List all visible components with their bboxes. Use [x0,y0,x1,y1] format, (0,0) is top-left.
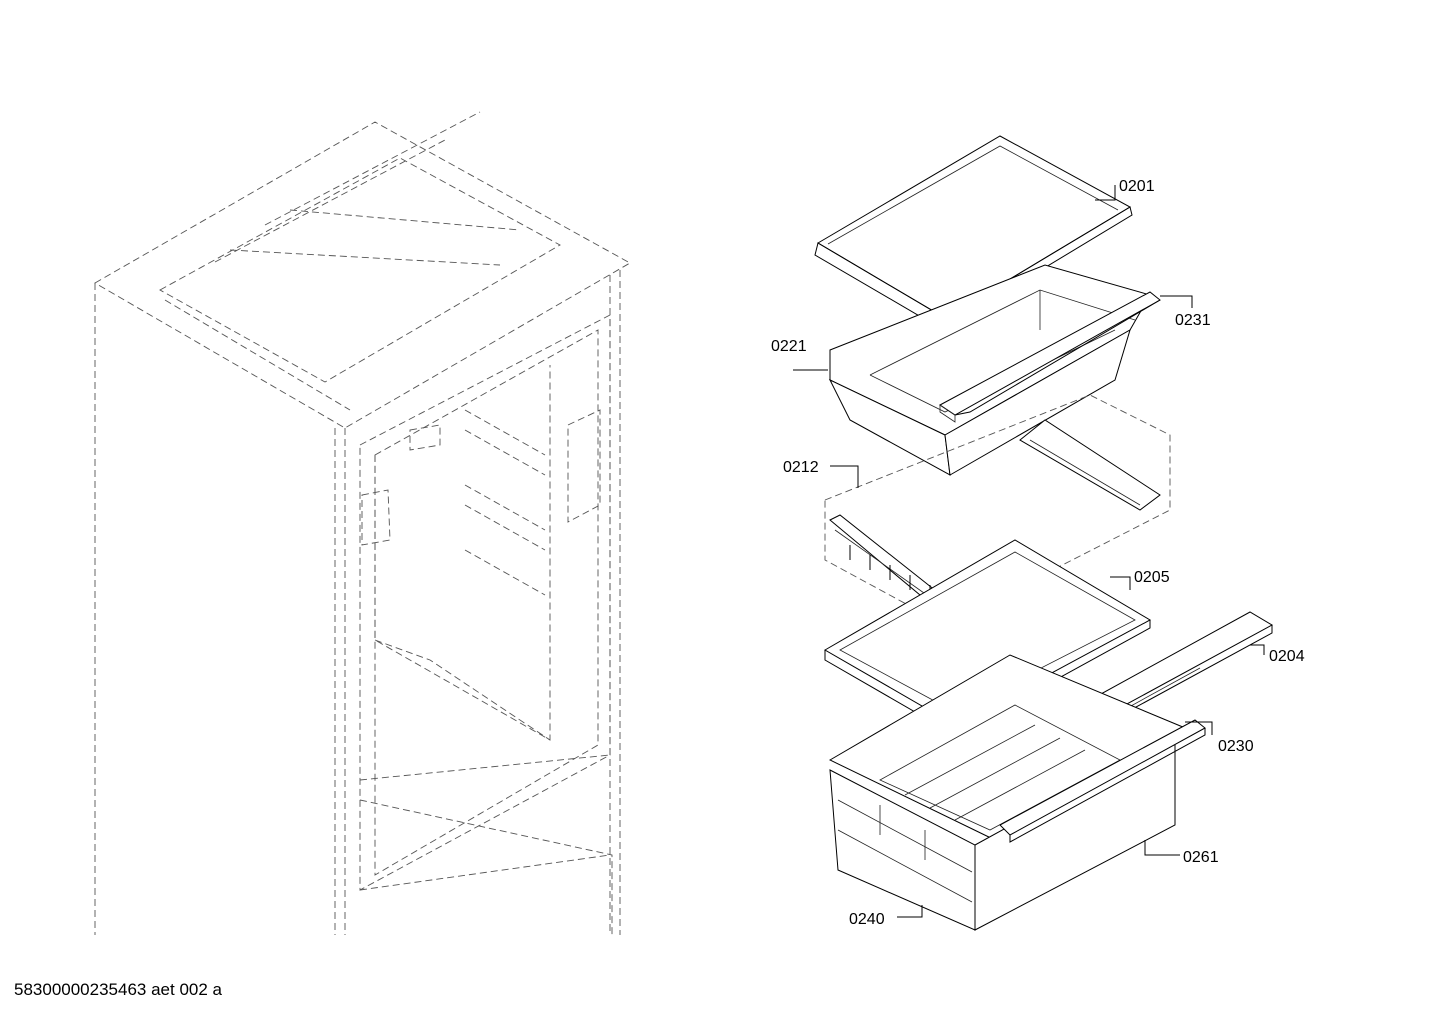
callout-0204: 0204 [1269,648,1305,665]
leader-lines [793,185,1265,918]
callout-0231: 0231 [1175,312,1211,329]
callout-0212: 0212 [783,459,819,476]
callout-labels: 0201 0231 0221 0212 0205 0204 0230 0261 … [771,178,1305,928]
part-0205-glass-frame [824,539,1152,736]
part-0201-glass-shelf [814,135,1133,329]
callout-0230: 0230 [1218,738,1254,755]
part-0240-crisper-drawer [828,654,1206,931]
callout-0240: 0240 [849,911,885,928]
callout-0201: 0201 [1119,178,1155,195]
part-0221-upper-drawer [828,264,1161,476]
document-id: 58300000235463 aet 002 a [14,980,222,999]
fridge-cabinet-outline [94,111,631,935]
callout-0261: 0261 [1183,849,1219,866]
callout-0205: 0205 [1134,569,1170,586]
callout-0221: 0221 [771,338,807,355]
